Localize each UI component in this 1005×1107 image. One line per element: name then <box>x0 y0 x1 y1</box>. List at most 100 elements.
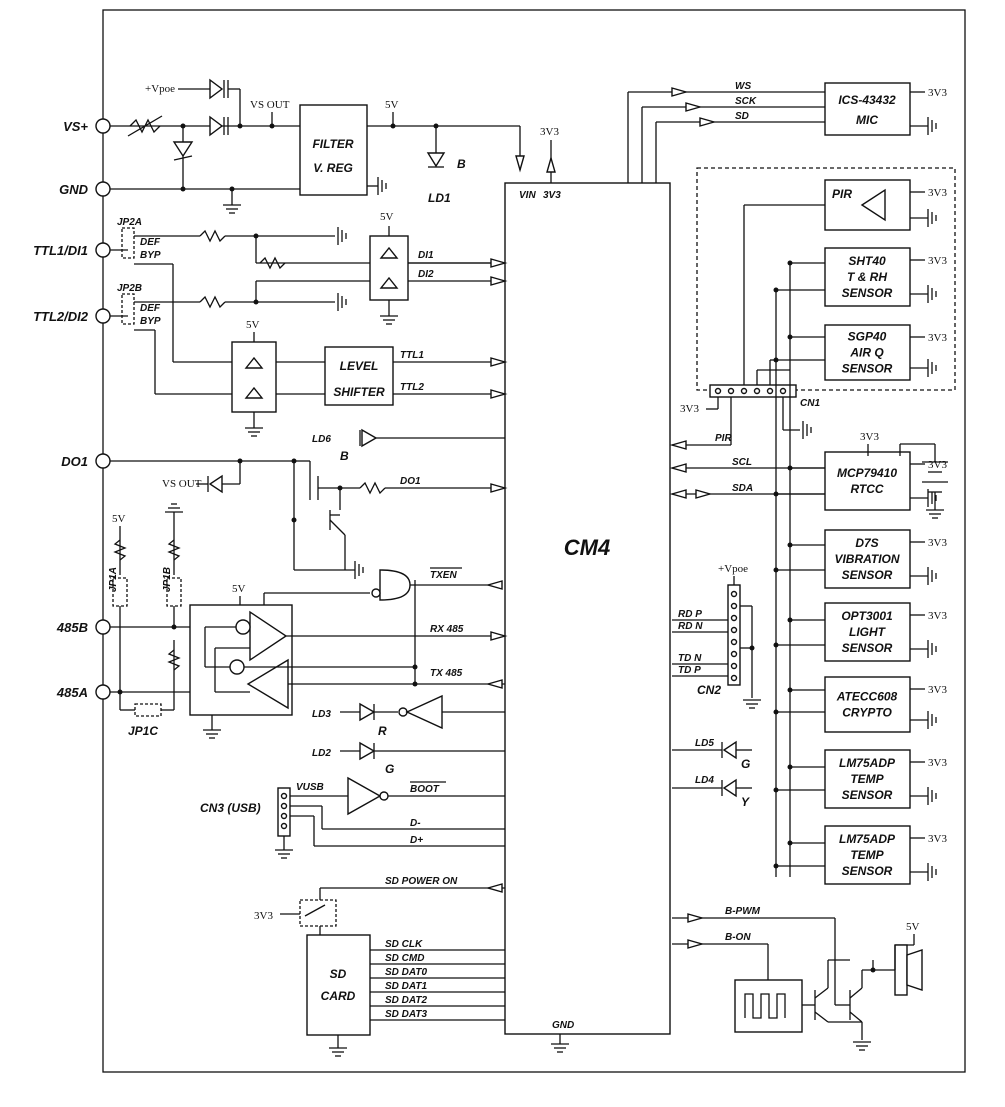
ttl2-label: TTL2 <box>400 382 424 393</box>
sensor-1-line-1: T & RH <box>847 270 887 284</box>
shifter-label: SHIFTER <box>333 385 385 399</box>
rdp-label: RD P <box>678 609 702 620</box>
ld3-label: LD3 <box>312 709 331 720</box>
sensor-5-line-0: OPT3001 <box>841 609 893 623</box>
do1-vs-out: VS OUT <box>162 478 202 490</box>
ld2-label: LD2 <box>312 748 331 759</box>
rs485-section: 5V JP1A JP1B JP1C 5V RX 485 TX 485 <box>108 503 506 739</box>
sensor-2-line-2: SENSOR <box>842 362 893 376</box>
sensor-1-line-2: SENSOR <box>842 286 893 300</box>
ttl-protection-diodes <box>231 341 277 413</box>
sensor-module-box <box>696 167 956 391</box>
jp2a-byp: BYP <box>140 250 161 261</box>
buzzer <box>894 944 908 996</box>
sd-card-label1: SD <box>330 967 347 981</box>
cm4-3v3-rail-label: 3V3 <box>540 126 559 138</box>
mic-label2: MIC <box>856 113 878 127</box>
rtcc-3v3: 3V3 <box>860 431 879 443</box>
mic-label1: ICS-43432 <box>838 93 896 107</box>
ld3-color: R <box>378 724 387 738</box>
sensor-4-line-1: VIBRATION <box>834 552 899 566</box>
di-5v-label: 5V <box>380 211 394 223</box>
5v-label: 5V <box>385 99 399 111</box>
terminal-gnd: GND <box>59 182 89 197</box>
mic-section: ICS-43432 MIC 3V3 WS SCK SD <box>627 81 947 183</box>
sensor-4-line-2: SENSOR <box>842 568 893 582</box>
jp1a-5v: 5V <box>112 513 126 525</box>
tdn-label: TD N <box>678 653 702 664</box>
sd-dat2-label: SD DAT2 <box>385 995 427 1006</box>
sensor-4-line-0: D7S <box>855 536 878 550</box>
sensor-4-3v3: 3V3 <box>928 537 947 549</box>
jp2a-def: DEF <box>140 237 161 248</box>
ld1-color: B <box>457 157 466 171</box>
rtcc-battery: 3V3 <box>860 431 948 519</box>
sensor-6-3v3: 3V3 <box>928 684 947 696</box>
sensor-5-line-2: SENSOR <box>842 641 893 655</box>
do1-section: VS OUT DO1 <box>110 458 506 580</box>
sd-card <box>306 934 371 1036</box>
jp1c <box>134 703 162 717</box>
di1-label: DI1 <box>418 250 434 261</box>
cm4-title: CM4 <box>564 535 610 560</box>
terminal-485a: 485A <box>56 685 88 700</box>
ld5-color: G <box>741 757 750 771</box>
board-outline <box>102 9 966 1073</box>
sd-3v3: 3V3 <box>254 910 273 922</box>
dplus-label: D+ <box>410 835 423 846</box>
cn3-label: CN3 (USB) <box>200 801 261 815</box>
boot-label: BOOT <box>410 784 440 795</box>
jp2a-label: JP2A <box>117 217 142 228</box>
vreg-label: V. REG <box>313 161 353 175</box>
sensor-2-3v3: 3V3 <box>928 332 947 344</box>
terminal-ttl2: TTL2/DI2 <box>33 309 89 324</box>
sensor-3-line-0: MCP79410 <box>837 466 897 480</box>
bon-label: B-ON <box>725 932 751 943</box>
sensor-3-3v3: 3V3 <box>928 459 947 471</box>
jp1a-label: JP1A <box>108 567 119 592</box>
bpwm-label: B-PWM <box>725 906 761 917</box>
ld6-color: B <box>340 449 349 463</box>
terminal-circles <box>95 118 111 700</box>
i2c-bus: SCL SDA PIR <box>671 204 825 877</box>
ld6-label: LD6 <box>312 434 331 445</box>
ld1-label: LD1 <box>428 191 451 205</box>
cn2-vpoe: +Vpoe <box>718 563 748 575</box>
jp1a <box>112 577 128 607</box>
sensor-2-line-1: AIR Q <box>849 346 884 360</box>
di-protection-diodes <box>369 235 409 301</box>
level-shifter <box>324 346 394 406</box>
ld2-color: G <box>385 762 394 776</box>
sensor-3-line-1: RTCC <box>850 482 883 496</box>
cm4-3v3-label: 3V3 <box>543 190 561 201</box>
sensor-7-line-2: SENSOR <box>842 788 893 802</box>
sd-dat1-label: SD DAT1 <box>385 981 427 992</box>
sensor-0-3v3: 3V3 <box>928 187 947 199</box>
mic-3v3: 3V3 <box>928 87 947 99</box>
jp1b-label: JP1B <box>162 567 173 592</box>
terminal-ttl1: TTL1/DI1 <box>33 243 88 258</box>
sensor-5-line-1: LIGHT <box>849 625 887 639</box>
cn1-pins <box>714 387 787 395</box>
sensor-4: D7S VIBRATION SENSOR 3V3 <box>773 529 947 589</box>
sd-power-switch <box>299 899 337 927</box>
jp2b-byp: BYP <box>140 316 161 327</box>
sd-i2s-label: SD <box>735 111 749 122</box>
terminal-485b: 485B <box>56 620 88 635</box>
sensor-7-line-1: TEMP <box>850 772 884 786</box>
jp1c-label: JP1C <box>128 724 158 738</box>
txen-label: TXEN <box>430 570 457 581</box>
sd-clk-label: SD CLK <box>385 939 423 950</box>
ttl1-label: TTL1 <box>400 350 424 361</box>
ld6-led: LD6 B <box>312 428 505 463</box>
jp2b <box>121 293 135 325</box>
jp2a <box>121 227 135 259</box>
ld5-ld4-leds: LD5 G LD4 Y <box>672 738 752 809</box>
sd-dat0-label: SD DAT0 <box>385 967 427 978</box>
cm4-gnd-label: GND <box>552 1020 574 1031</box>
